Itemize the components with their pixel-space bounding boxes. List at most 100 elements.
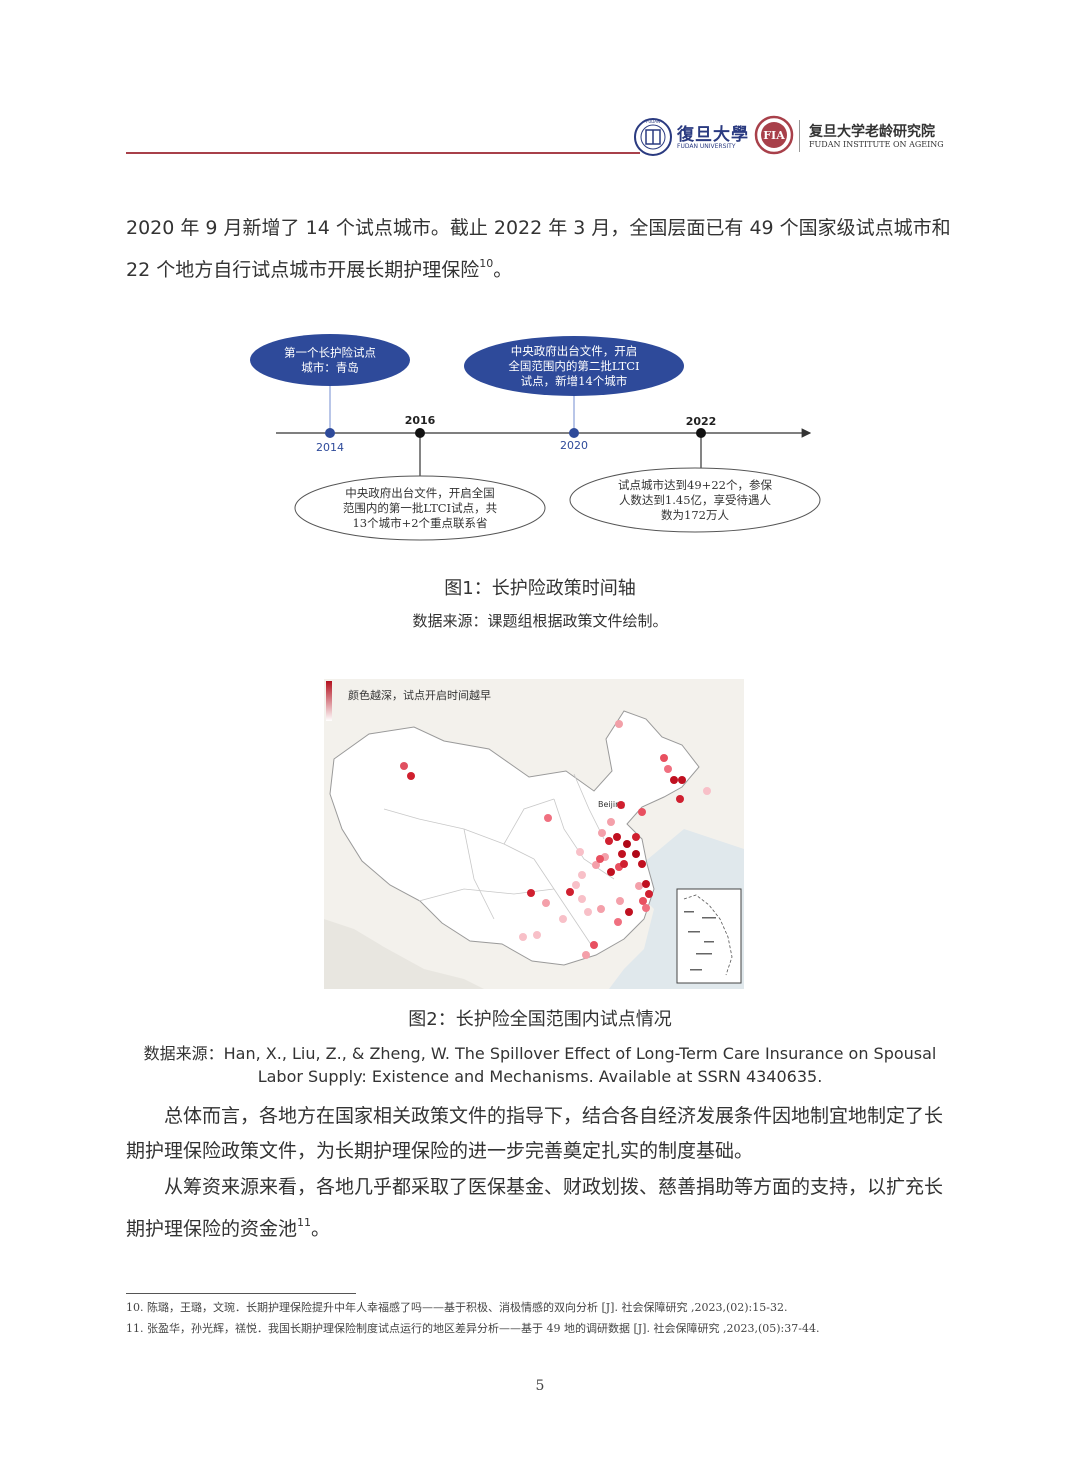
timeline-year-label: 2016: [405, 414, 436, 427]
pilot-city-dot: [607, 868, 615, 876]
pilot-city-dot: [613, 833, 621, 841]
timeline-bubble-text: 中央政府出台文件，开启全国: [345, 486, 495, 500]
pilot-city-dot: [566, 888, 574, 896]
footnote-rule: [126, 1293, 356, 1294]
figure-1-caption: 图1：长护险政策时间轴: [444, 578, 636, 599]
pilot-city-dot: [584, 908, 592, 916]
timeline-bubble-text: 城市：青岛: [301, 361, 359, 375]
timeline-year-label: 2014: [316, 441, 344, 454]
footnote-ref-10[interactable]: 10: [479, 257, 494, 270]
pilot-city-map: 颜色越深，试点开启时间越早 Beijing: [324, 679, 744, 989]
institute-logo-en: FUDAN INSTITUTE ON AGEING: [809, 140, 944, 149]
pilot-city-dot: [407, 772, 415, 780]
pilot-city-dot: [576, 848, 584, 856]
pilot-city-dot: [578, 871, 586, 879]
pilot-city-dot: [660, 754, 668, 762]
paragraph-3-end: 。: [311, 1218, 331, 1240]
timeline-event-2022: 试点城市达到49+22个，参保人数达到1.45亿，享受待遇人数为172万人202…: [569, 415, 821, 533]
figure-1-source: 数据来源：课题组根据政策文件绘制。: [412, 612, 668, 630]
pilot-city-dot: [527, 889, 535, 897]
pilot-city-dot: [638, 860, 646, 868]
china-outline: [329, 710, 700, 966]
timeline-year-label: 2020: [560, 439, 588, 452]
timeline-bubble-text: 13个城市+2个重点联系省: [352, 516, 487, 530]
timeline-bubble: [464, 336, 684, 396]
pilot-city-dot: [632, 833, 640, 841]
pilot-city-dot: [614, 918, 622, 926]
pilot-city-dot: [639, 897, 647, 905]
pilot-city-dot: [598, 829, 606, 837]
timeline-bubble-text: 数为172万人: [661, 508, 729, 522]
pilot-city-dot: [616, 897, 624, 905]
pilot-city-dot: [533, 931, 541, 939]
pilot-city-dot: [400, 762, 408, 770]
figure-2-source-line-2: Labor Supply: Existence and Mechanisms. …: [257, 1067, 823, 1086]
svg-text:FIA: FIA: [763, 129, 785, 142]
timeline-bubble-text: 第一个长护险试点: [284, 346, 376, 360]
pilot-city-dot: [519, 933, 527, 941]
south-china-sea-inset: [676, 888, 742, 984]
pilot-city-dot: [597, 905, 605, 913]
footnote-10: 10. 陈璐，王璐，文琬．长期护理保险提升中年人幸福感了吗——基于积极、消极情感…: [126, 1301, 788, 1314]
paragraph-3-line-2-text: 期护理保险的资金池: [126, 1218, 298, 1240]
map-legend-text: 颜色越深，试点开启时间越早: [348, 688, 491, 702]
pilot-city-dot: [620, 860, 628, 868]
pilot-city-dot: [572, 881, 580, 889]
pilot-city-dot: [607, 818, 615, 826]
paragraph-2-line-1: 总体而言，各地方在国家相关政策文件的指导下，结合各自经济发展条件因地制宜地制定了…: [164, 1105, 944, 1127]
timeline-bubble-text: 中央政府出台文件，开启: [511, 344, 638, 358]
timeline-marker: [696, 428, 706, 438]
timeline-bubble: [250, 334, 410, 386]
pilot-city-dot: [642, 880, 650, 888]
pilot-city-dot: [578, 895, 586, 903]
fudan-university-logo-en: FUDAN UNIVERSITY: [677, 143, 736, 150]
paragraph-1: 2020 年 9 月新增了 14 个试点城市。截止 2022 年 3 月，全国层…: [126, 211, 956, 288]
pilot-city-dot: [596, 855, 604, 863]
header-rule: [126, 152, 640, 154]
footnote-11: 11. 张盈华，孙光辉，禚悦．我国长期护理保险制度试点运行的地区差异分析——基于…: [126, 1322, 820, 1335]
paragraph-1-line-1: 2020 年 9 月新增了 14 个试点城市。截止 2022 年 3 月，全国层…: [126, 217, 951, 239]
paragraph-1-line-2-text: 22 个地方自行试点城市开展长期护理保险: [126, 259, 480, 281]
timeline-bubble-text: 全国范围内的第二批LTCI: [508, 359, 639, 373]
timeline-event-2016: 中央政府出台文件，开启全国范围内的第一批LTCI试点，共13个城市+2个重点联系…: [294, 414, 546, 541]
pilot-city-dot: [544, 814, 552, 822]
pilot-city-dots: [400, 720, 711, 959]
timeline-marker: [569, 428, 579, 438]
pilot-city-dot: [618, 850, 626, 858]
pilot-city-dot: [664, 765, 672, 773]
timeline-bubble-text: 试点，新增14个城市: [521, 374, 628, 388]
timeline-bubble-text: 范围内的第一批LTCI试点，共: [343, 501, 497, 515]
svg-text:FUDAN: FUDAN: [646, 119, 660, 124]
paragraph-3-line-2: 期护理保险的资金池11。: [126, 1205, 956, 1247]
institute-on-ageing-seal-icon: FIA: [754, 115, 794, 155]
policy-timeline: 第一个长护险试点城市：青岛2014中央政府出台文件，开启全国范围内的第一批LTC…: [250, 334, 821, 541]
pilot-city-dot: [642, 904, 650, 912]
pilot-city-dot: [703, 787, 711, 795]
pilot-city-dot: [632, 850, 640, 858]
legend-gradient: [326, 681, 332, 721]
timeline-year-label: 2022: [686, 415, 717, 428]
pilot-city-dot: [590, 941, 598, 949]
footnote-ref-11[interactable]: 11: [297, 1216, 312, 1229]
pilot-city-dot: [623, 840, 631, 848]
pilot-city-dot: [678, 776, 686, 784]
paragraph-1-line-2: 22 个地方自行试点城市开展长期护理保险10。: [126, 246, 956, 288]
pilot-city-dot: [542, 899, 550, 907]
beijing-label: Beijing: [598, 800, 625, 809]
page-number: 5: [535, 1378, 545, 1394]
paragraph-3: 从筹资来源来看，各地几乎都采取了医保基金、财政划拨、慈善捐助等方面的支持，以扩充…: [126, 1170, 956, 1247]
timeline-bubble: [294, 475, 546, 541]
pilot-city-dot: [582, 951, 590, 959]
pilot-city-dot: [592, 861, 600, 869]
pilot-city-dot: [645, 890, 653, 898]
figure-2-source-line-1: 数据来源：Han, X., Liu, Z., & Zheng, W. The S…: [143, 1044, 937, 1063]
pilot-city-dot: [617, 801, 625, 809]
paragraph-3-line-1: 从筹资来源来看，各地几乎都采取了医保基金、财政划拨、慈善捐助等方面的支持，以扩充…: [164, 1176, 944, 1198]
figure-2-caption: 图2：长护险全国范围内试点情况: [408, 1009, 672, 1030]
fudan-university-logo-text: 復旦大學: [677, 125, 749, 145]
paragraph-2-line-2: 期护理保险政策文件，为长期护理保险的进一步完善奠定扎实的制度基础。: [126, 1140, 754, 1162]
pilot-city-dot: [676, 795, 684, 803]
paragraph-1-end: 。: [493, 259, 513, 281]
pilot-city-dot: [635, 882, 643, 890]
